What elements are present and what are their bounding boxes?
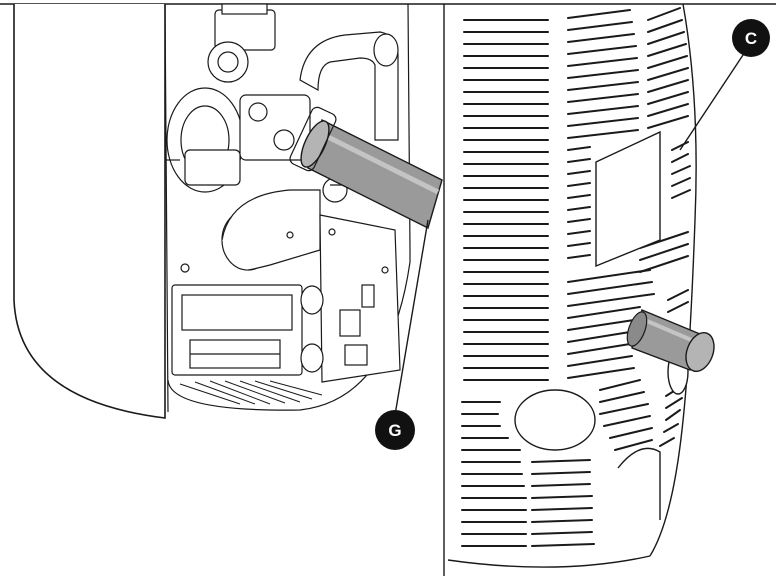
panel-window bbox=[595, 130, 661, 268]
callout-g: G bbox=[375, 410, 415, 450]
leader-line-g bbox=[394, 219, 429, 416]
leader-line-c bbox=[679, 51, 746, 151]
callout-g-label: G bbox=[388, 421, 401, 440]
panel-vent-slots bbox=[461, 7, 691, 547]
stove-body-shell bbox=[13, 4, 166, 419]
connection-pipe-c bbox=[626, 309, 715, 373]
stove-internal-mechanism bbox=[164, 3, 411, 413]
flue-pipe-g bbox=[289, 106, 443, 230]
panel-notch bbox=[617, 447, 661, 520]
callout-badge-icon bbox=[375, 410, 415, 450]
callout-c-label: C bbox=[745, 29, 757, 48]
callout-badge-icon bbox=[732, 19, 770, 57]
side-panel bbox=[443, 3, 697, 576]
floor-grille bbox=[179, 380, 323, 405]
panel-oval-opening bbox=[514, 389, 596, 451]
callout-c: C bbox=[732, 19, 770, 57]
